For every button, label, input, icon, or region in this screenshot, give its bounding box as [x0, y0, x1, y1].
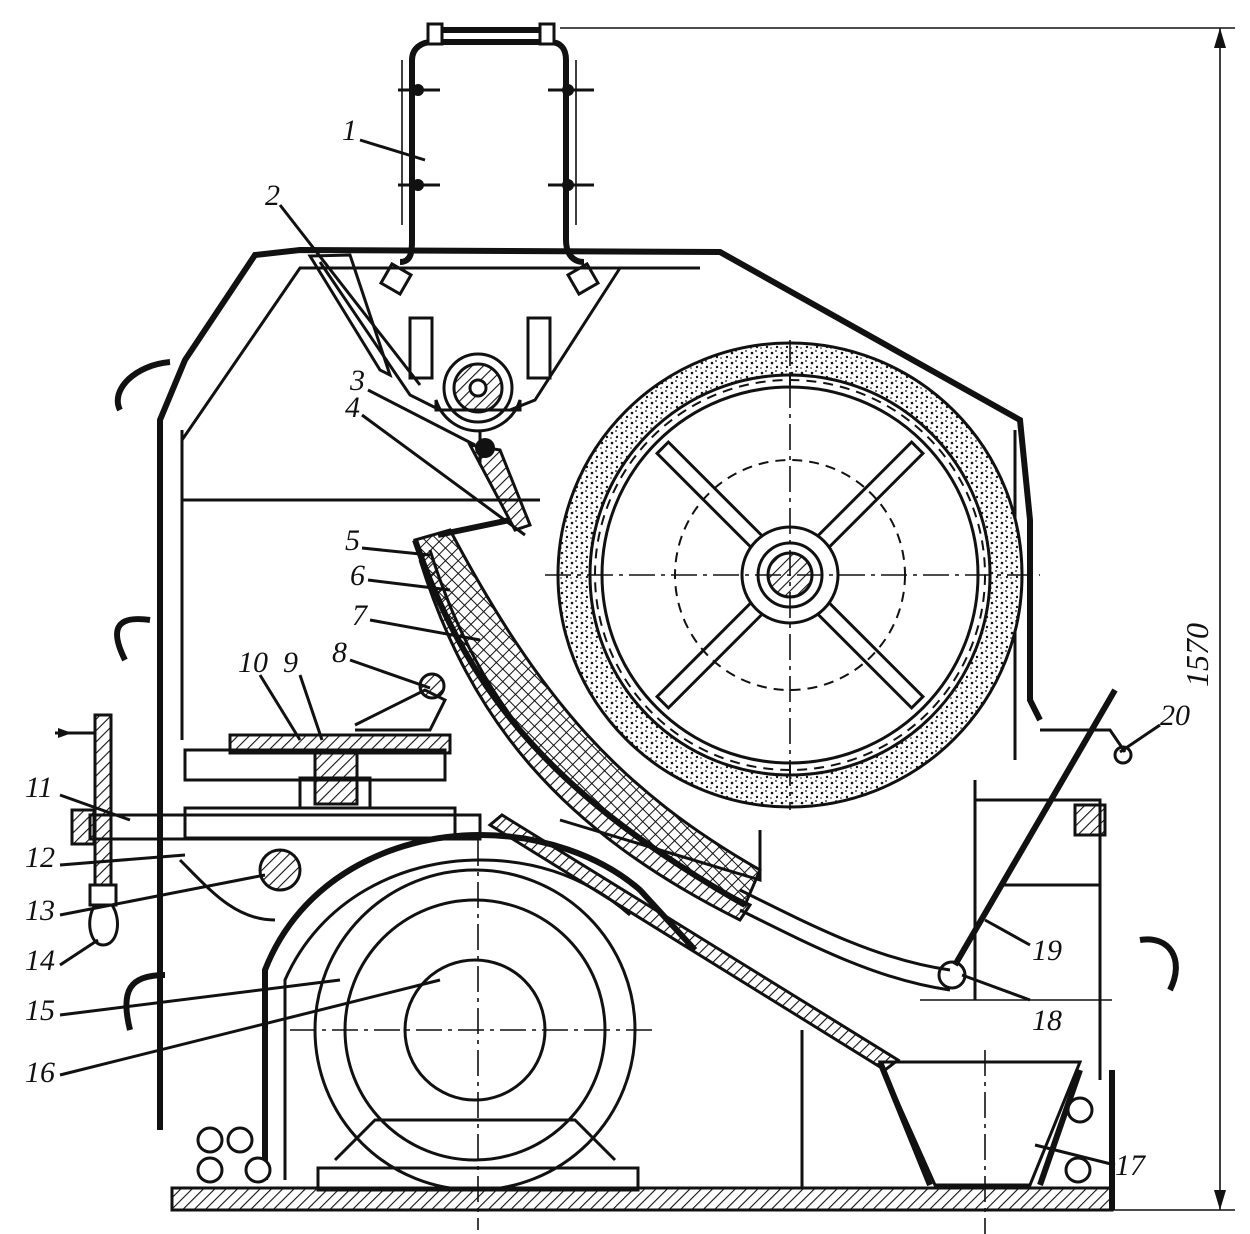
label-19: 19 [1032, 934, 1062, 967]
label-7: 7 [352, 599, 369, 632]
label-17: 17 [1115, 1149, 1147, 1182]
pulley [178, 848, 302, 922]
label-4: 4 [345, 391, 360, 424]
dimension-label: 1570 [1179, 623, 1215, 687]
label-11: 11 [25, 771, 53, 804]
housing [157, 246, 1112, 1188]
label-14: 14 [25, 944, 55, 977]
feed-hopper [398, 22, 594, 265]
adjustment-shaft [55, 713, 482, 947]
label-9: 9 [283, 646, 298, 679]
discharge-chute [487, 688, 1118, 1072]
label-18: 18 [1032, 1004, 1062, 1037]
base-frame [170, 1070, 1115, 1212]
leader-lines [59, 138, 1161, 1167]
label-15: 15 [25, 994, 55, 1027]
label-8: 8 [332, 636, 347, 669]
callout-labels: 1 2 3 4 5 6 7 8 10 9 11 12 13 14 15 16 1… [25, 114, 1190, 1182]
label-13: 13 [25, 894, 55, 927]
collection-hopper [877, 1050, 1083, 1234]
label-12: 12 [25, 841, 55, 874]
side-handles [114, 359, 1179, 1031]
label-20: 20 [1160, 699, 1190, 732]
base-bolts [196, 1096, 1094, 1184]
screen-drum [545, 340, 1040, 810]
feed-roll-assembly [307, 253, 622, 433]
label-2: 2 [265, 179, 280, 212]
label-1: 1 [342, 114, 357, 147]
label-6: 6 [350, 559, 365, 592]
label-3: 3 [349, 364, 365, 397]
adjusting-roller [354, 672, 448, 732]
label-5: 5 [345, 524, 360, 557]
concave-grate [412, 517, 762, 922]
label-16: 16 [25, 1056, 55, 1089]
adjustment-table [183, 733, 457, 840]
height-dimension: 1570 [560, 27, 1235, 1211]
feed-gate [467, 430, 532, 532]
chute-adjust-lever [1040, 728, 1133, 837]
label-10: 10 [238, 646, 268, 679]
